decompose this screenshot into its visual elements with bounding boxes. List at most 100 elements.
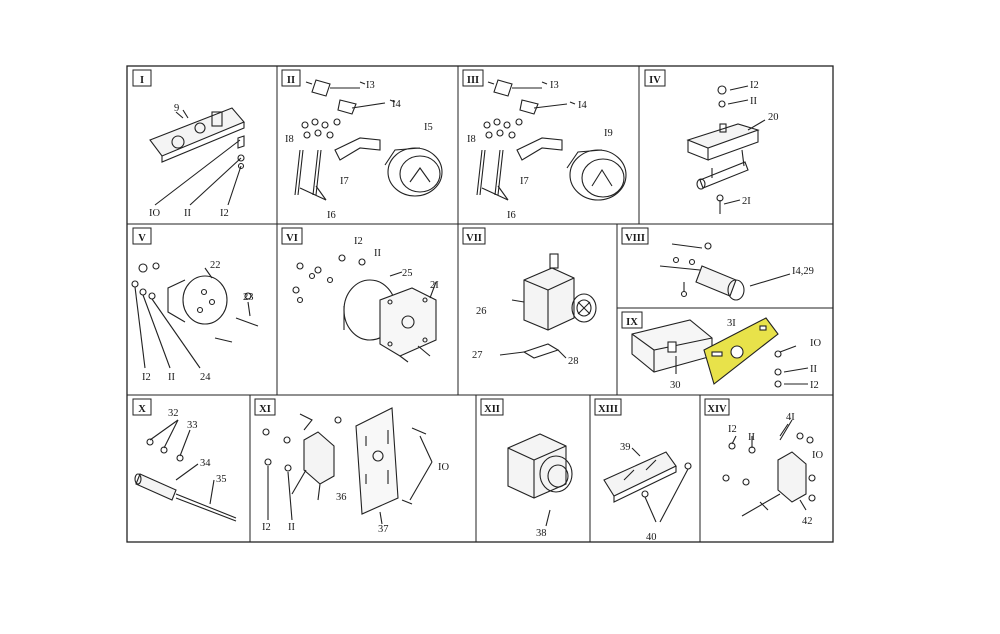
- panel-VIII-callouts: I4,29: [792, 266, 814, 277]
- panel-I-drawing: [149, 107, 245, 206]
- panel-id: XII: [484, 404, 500, 415]
- panel-II-callouts: I3 I4 I5 I8 I7 I6: [285, 80, 433, 221]
- panel-XI-callouts: IO 36 37 I2 II: [262, 462, 449, 535]
- panel-I-callouts: 9 IO II I2: [149, 103, 229, 219]
- callout-label: I2: [728, 424, 737, 435]
- panel-id: VIII: [625, 233, 645, 244]
- panel-IV-callouts: I2 II 20 2I: [742, 80, 779, 207]
- callout-label: I2: [354, 236, 363, 247]
- callout-label: I3: [366, 80, 375, 91]
- callout-label: 34: [200, 458, 211, 469]
- callout-label: 3I: [727, 318, 736, 329]
- panel-VIII-drawing: [659, 242, 791, 301]
- panel-label-III: III: [462, 69, 484, 87]
- callout-label: I9: [604, 128, 613, 139]
- callout-label: I2: [220, 208, 229, 219]
- callout-label: 22: [210, 260, 221, 271]
- callout-label: I7: [340, 176, 349, 187]
- callout-label: I6: [507, 210, 516, 221]
- panel-XII-callouts: 38: [536, 528, 547, 539]
- panel-label-XII: XII: [480, 398, 504, 416]
- panel-V-drawing: [131, 262, 259, 369]
- panel-id: X: [138, 404, 146, 415]
- callout-label: 28: [568, 356, 579, 367]
- callout-label: 25: [402, 268, 413, 279]
- panel-label-VI: VI: [281, 227, 303, 245]
- panel-VII-drawing: [499, 253, 597, 359]
- panel-id: VII: [466, 233, 482, 244]
- callout-label: I7: [520, 176, 529, 187]
- panel-VI-drawing: [292, 254, 437, 363]
- callout-label: 2I: [742, 196, 751, 207]
- panel-label-VIII: VIII: [621, 227, 649, 245]
- panel-id: III: [467, 75, 479, 86]
- panel-XIV-drawing: [722, 419, 816, 517]
- panel-XIII-callouts: 39 40: [620, 442, 657, 543]
- panel-id: XIII: [598, 404, 618, 415]
- panel-XI-drawing: [262, 407, 433, 525]
- callout-label: I4: [578, 100, 587, 111]
- callout-label: I2: [262, 522, 271, 533]
- callout-label: II: [168, 372, 175, 383]
- callout-label: I4: [392, 99, 401, 110]
- callout-label: 24: [200, 372, 211, 383]
- callout-label: I4,29: [792, 266, 814, 277]
- callout-label: 38: [536, 528, 547, 539]
- panel-X-callouts: 32 33 34 35: [168, 408, 227, 485]
- callout-label: 35: [216, 474, 227, 485]
- callout-label: 39: [620, 442, 631, 453]
- panel-id: IX: [626, 317, 638, 328]
- callout-label: I8: [467, 134, 476, 145]
- callout-label: II: [748, 432, 755, 443]
- callout-label: 42: [802, 516, 813, 527]
- panel-IX-callouts: 3I IO II I2 30: [670, 318, 821, 391]
- panel-XIII-drawing: [603, 447, 692, 523]
- panel-id: XIV: [707, 404, 727, 415]
- callout-label: II: [374, 248, 381, 259]
- callout-label: I6: [327, 210, 336, 221]
- panel-labels: I II III IV V VI VII VIII IX X XI XII XI…: [132, 69, 730, 416]
- panel-id: XI: [259, 404, 271, 415]
- callout-label: 40: [646, 532, 657, 543]
- panel-id: IV: [649, 75, 661, 86]
- callout-label: 20: [768, 112, 779, 123]
- panel-label-V: V: [132, 227, 152, 245]
- panel-III-drawing: [476, 79, 627, 201]
- panel-III-callouts: I3 I4 I8 I9 I7 I6: [467, 80, 613, 221]
- panel-VII-callouts: 26 27 28: [472, 306, 579, 367]
- panel-label-II: II: [281, 69, 301, 87]
- panel-label-IV: IV: [644, 69, 666, 87]
- panel-label-XI: XI: [254, 398, 276, 416]
- callout-label: 2I: [430, 280, 439, 291]
- panel-label-IX: IX: [621, 311, 643, 329]
- panel-label-VII: VII: [462, 227, 486, 245]
- panel-label-I: I: [132, 69, 152, 87]
- panel-id: VI: [286, 233, 298, 244]
- callout-label: 4I: [786, 412, 795, 423]
- callout-label: IO: [438, 462, 449, 473]
- panel-X-drawing: [134, 419, 237, 522]
- panel-XII-drawing: [507, 433, 573, 527]
- callout-label: 37: [378, 524, 389, 535]
- panel-id: V: [138, 233, 146, 244]
- sheet-border: [126, 65, 834, 543]
- panel-VI-callouts: I2 II 25 2I: [354, 236, 439, 291]
- callout-label: II: [184, 208, 191, 219]
- callout-label: IO: [812, 450, 823, 461]
- callout-label: I2: [142, 372, 151, 383]
- panel-V-callouts: 22 23 I2 II 24: [142, 260, 254, 383]
- panel-id: I: [140, 75, 144, 86]
- callout-label: II: [750, 96, 757, 107]
- callout-label: 23: [243, 292, 254, 303]
- panel-II-drawing: [294, 79, 443, 201]
- panel-label-X: X: [132, 398, 152, 416]
- callout-label: I2: [810, 380, 819, 391]
- callout-label: 26: [476, 306, 487, 317]
- panel-XIV-callouts: 4I I2 II IO 42: [728, 412, 823, 527]
- panel-id: II: [287, 75, 295, 86]
- callout-label: I8: [285, 134, 294, 145]
- callout-label: I5: [424, 122, 433, 133]
- panel-IX-drawing: [631, 317, 809, 388]
- callout-label: II: [810, 364, 817, 375]
